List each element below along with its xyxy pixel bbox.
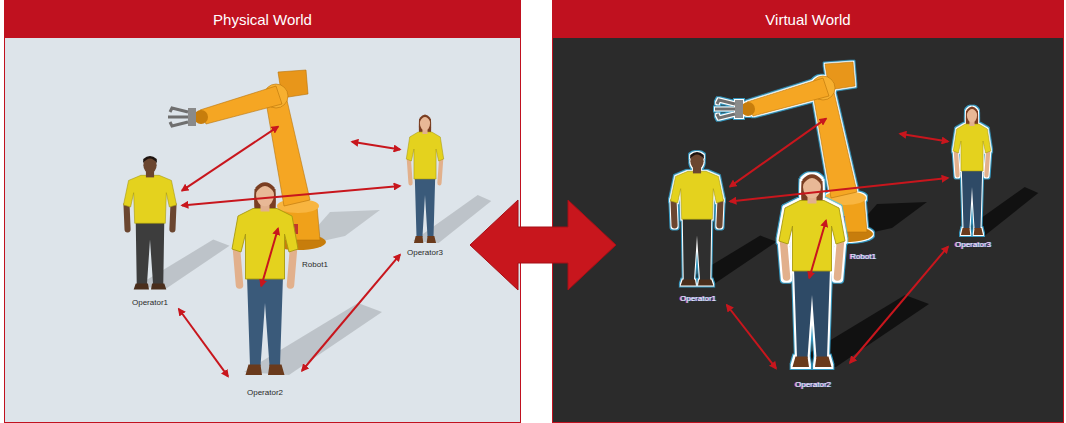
operator-figure <box>779 174 845 367</box>
operator-figure <box>406 115 443 244</box>
figure-shadow <box>683 236 777 285</box>
figure-node: Operator2 <box>228 286 302 399</box>
figure-node: Robot1 <box>278 119 352 271</box>
figure-label: Operator2 <box>793 380 833 391</box>
figure-label: Operator1 <box>130 298 170 309</box>
figure-label: Operator3 <box>953 240 993 251</box>
robot-figure <box>168 70 326 250</box>
robot-shadow <box>300 210 380 246</box>
panel-title: Physical World <box>5 1 520 38</box>
figure-node: Robot1 <box>826 111 900 263</box>
figure-node: Operator1 <box>118 161 182 309</box>
figure-label: Robot1 <box>300 260 330 271</box>
figure-label: Operator1 <box>678 294 718 305</box>
panel-title: Virtual World <box>553 1 1063 38</box>
operator-figure <box>953 107 990 236</box>
figure-label: Robot1 <box>848 252 878 263</box>
figure-node: Operator3 <box>400 113 450 259</box>
operator-figure <box>670 152 723 286</box>
figure-shadow <box>413 195 491 243</box>
robot-shadow <box>847 202 927 238</box>
robot-figure <box>715 62 873 242</box>
figure-label: Operator3 <box>405 248 445 259</box>
operator-figure <box>232 182 298 375</box>
figure-shadow <box>136 240 230 289</box>
figure-node: Operator1 <box>666 157 730 305</box>
figure-shadow <box>960 187 1038 235</box>
world-panel: Virtual WorldOperator1 Robot1 Operator3Ope… <box>552 0 1064 423</box>
figure-label: Operator2 <box>245 388 285 399</box>
figure-shadow <box>244 303 382 375</box>
world-panel: Physical WorldOperator1 Robot1 Operator3Op… <box>4 0 521 423</box>
figure-node: Operator3 <box>948 105 998 251</box>
operator-figure <box>123 156 176 290</box>
figure-node: Operator2 <box>776 278 850 391</box>
figure-shadow <box>791 295 929 367</box>
